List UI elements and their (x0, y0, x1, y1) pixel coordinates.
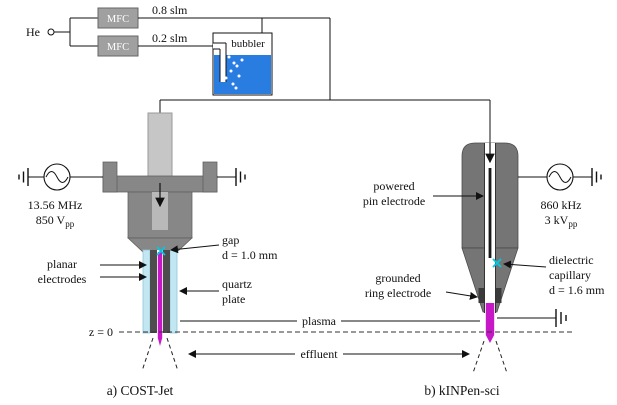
z-zero-label: z = 0 (89, 325, 113, 339)
bubbler-label: bubbler (231, 38, 265, 50)
caption-kinpen: b) kINPen-sci (424, 383, 500, 398)
cost-electrode-right (163, 250, 170, 333)
cost-effluent-cone-right (166, 337, 179, 372)
cost-plasma-tip (157, 338, 163, 346)
quartz-label-line2: plate (222, 292, 245, 306)
ring-label-line1: grounded (375, 271, 420, 285)
kinpen-ring-electrode-left (478, 288, 485, 303)
cost-quartz-plate-left (142, 249, 151, 334)
cost-plasma-column (157, 252, 163, 338)
sine-wave-icon (45, 171, 69, 183)
gap-marker-icon (156, 246, 166, 256)
ground-icon-cost-right (235, 168, 246, 186)
quartz-label-line1: quartz (222, 277, 252, 291)
gap-label-line1: gap (222, 233, 239, 247)
cost-frequency-label: 13.56 MHz (28, 198, 83, 212)
ground-icon-kinpen-tip (555, 309, 567, 327)
cost-quartz-plate-right (169, 249, 178, 334)
ground-icon-cost-left (18, 168, 29, 186)
kinpen-effluent-cone-left (472, 340, 485, 374)
sine-wave-icon (548, 171, 572, 183)
bubbles-icon (221, 55, 244, 90)
kinpen-plasma-tip (485, 335, 495, 343)
cost-flange-tab-left (102, 161, 118, 193)
kinpen-plasma-column (485, 303, 495, 335)
cost-voltage-label: 850 Vpp (36, 213, 75, 229)
capillary-label-line2: capillary (549, 268, 591, 282)
cost-effluent-cone-left (141, 337, 154, 372)
kinpen-frequency-label: 860 kHz (541, 198, 582, 212)
bubbler-inlet-tube (213, 43, 226, 82)
cost-electrode-left (150, 250, 157, 333)
kinpen-effluent-cone-right (495, 340, 508, 374)
pin-label-line1: powered (373, 179, 414, 193)
caption-cost-jet: a) COST-Jet (107, 383, 174, 398)
capillary-label-line1: dielectric (549, 253, 594, 267)
effluent-label: effluent (300, 347, 338, 361)
gap-label-line2: d = 1.0 mm (222, 248, 278, 262)
helium-terminal-icon (47, 28, 55, 36)
mfc-top-label: MFC (107, 14, 129, 25)
capillary-pointer-arrow (503, 260, 547, 269)
electrodes-label-line1: planar (47, 257, 77, 271)
kinpen-voltage-label: 3 kVpp (545, 213, 578, 229)
kinpen-pin-electrode (488, 168, 492, 258)
cost-flange-tab-right (202, 161, 218, 193)
ring-label-line2: ring electrode (365, 286, 431, 300)
capillary-marker-icon (492, 258, 502, 268)
flow-bottom-label: 0.2 slm (152, 31, 188, 45)
mfc-bottom-label: MFC (107, 42, 129, 53)
kinpen-ring-electrode-right (495, 288, 502, 303)
plasma-label: plasma (302, 314, 337, 328)
ground-icon-kinpen-right (591, 168, 602, 186)
gap-pointer-arrow (170, 244, 220, 254)
ring-pointer-arrow (445, 291, 478, 300)
capillary-label-line3: d = 1.6 mm (549, 283, 605, 297)
flow-top-label: 0.8 slm (152, 3, 188, 17)
helium-label: He (26, 25, 40, 39)
pin-label-line2: pin electrode (363, 194, 425, 208)
electrodes-label-line2: electrodes (38, 272, 87, 286)
